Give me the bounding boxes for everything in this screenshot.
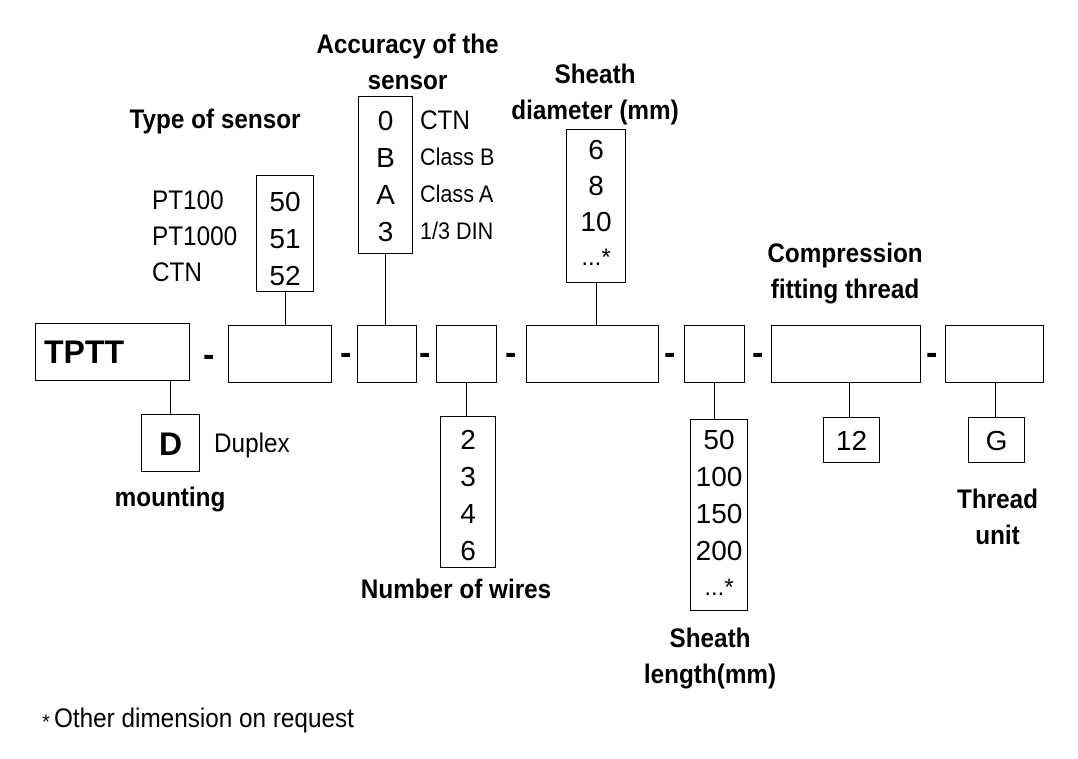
accuracy-code-box: 0 B A 3 [358,96,413,254]
connector-line [849,383,850,417]
number-of-wires-code-box: 2 3 4 6 [440,416,496,568]
sheath-length-slot [684,325,745,383]
footnote: * Other dimension on request [42,700,387,736]
separator: - [505,334,517,372]
footnote-text: Other dimension on request [54,703,355,733]
separator: - [926,334,938,372]
prefix-label: TPTT [44,334,124,370]
length-code: 50 [703,424,735,455]
accuracy-code: 0 [377,105,394,136]
connector-line [995,383,996,417]
accuracy-name: 1/3 DIN [420,218,494,245]
separator: - [664,334,676,372]
separator: - [203,336,215,374]
accuracy-label: Accuracy of the sensor [316,29,499,95]
thread-unit-slot [945,325,1044,383]
length-code: ...* [704,574,734,601]
sheath-diameter-label: Sheath diameter (mm) [511,59,679,125]
connector-line [714,383,715,419]
separator: - [419,334,431,372]
compression-fitting-thread-slot [771,325,921,383]
separator: - [752,334,764,372]
compression-fitting-thread-label: Compression fitting thread [767,238,923,304]
wires-code: 6 [460,535,476,566]
accuracy-slot [357,325,417,383]
footnote-marker: * [42,711,50,734]
wires-code: 3 [460,461,476,492]
connector-line [285,292,286,325]
compression-fitting-thread-code: 12 [835,425,868,456]
thread-unit-code-box: G [968,417,1025,463]
length-code: 150 [695,498,743,529]
accuracy-code: B [376,142,395,173]
mounting-label: mounting [114,482,226,512]
sensor-name-list: PT100 PT1000 CTN [152,182,247,290]
connector-line [385,254,386,325]
diameter-code: 6 [588,134,604,165]
sheath-diameter-code-box: 6 8 10 ...* [566,129,626,283]
accuracy-name: Class B [420,144,495,171]
connector-line [466,383,467,416]
diameter-code: ...* [581,244,611,271]
sensor-name: PT1000 [152,221,238,251]
sheath-length-label: Sheath length(mm) [643,623,777,689]
type-of-sensor-label: Type of sensor [129,104,301,134]
sensor-code: 51 [269,223,301,254]
length-code: 100 [695,461,743,492]
accuracy-code: 3 [377,216,394,247]
number-of-wires-slot [436,325,497,383]
wires-code: 4 [460,498,476,529]
accuracy-name: CTN [420,105,470,135]
accuracy-name: Class A [420,181,494,208]
wires-code: 2 [460,424,476,455]
sheath-length-code-box: 50 100 150 200 ...* [690,419,748,611]
mounting-code: D [158,426,183,462]
length-code: 200 [695,535,743,566]
thread-unit-label: Thread unit [956,484,1039,550]
thread-unit-code: G [985,425,1008,456]
connector-line [170,381,171,414]
mounting-description: Duplex [214,428,290,458]
mounting-code-box: D [141,414,200,472]
connector-line [596,283,597,325]
sensor-code-box: 50 51 52 [256,175,314,292]
sheath-diameter-slot [526,325,659,383]
compression-fitting-thread-code-box: 12 [823,417,880,463]
prefix-box: TPTT [35,323,190,381]
number-of-wires-label: Number of wires [360,574,552,604]
sensor-name: CTN [152,257,202,287]
diameter-code: 8 [588,170,604,201]
separator: - [340,334,352,372]
type-of-sensor-slot [228,325,332,383]
sensor-code: 50 [269,186,301,217]
diameter-code: 10 [580,206,612,237]
sensor-code: 52 [269,260,301,291]
accuracy-code: A [376,179,395,210]
sensor-name: PT100 [152,185,224,215]
